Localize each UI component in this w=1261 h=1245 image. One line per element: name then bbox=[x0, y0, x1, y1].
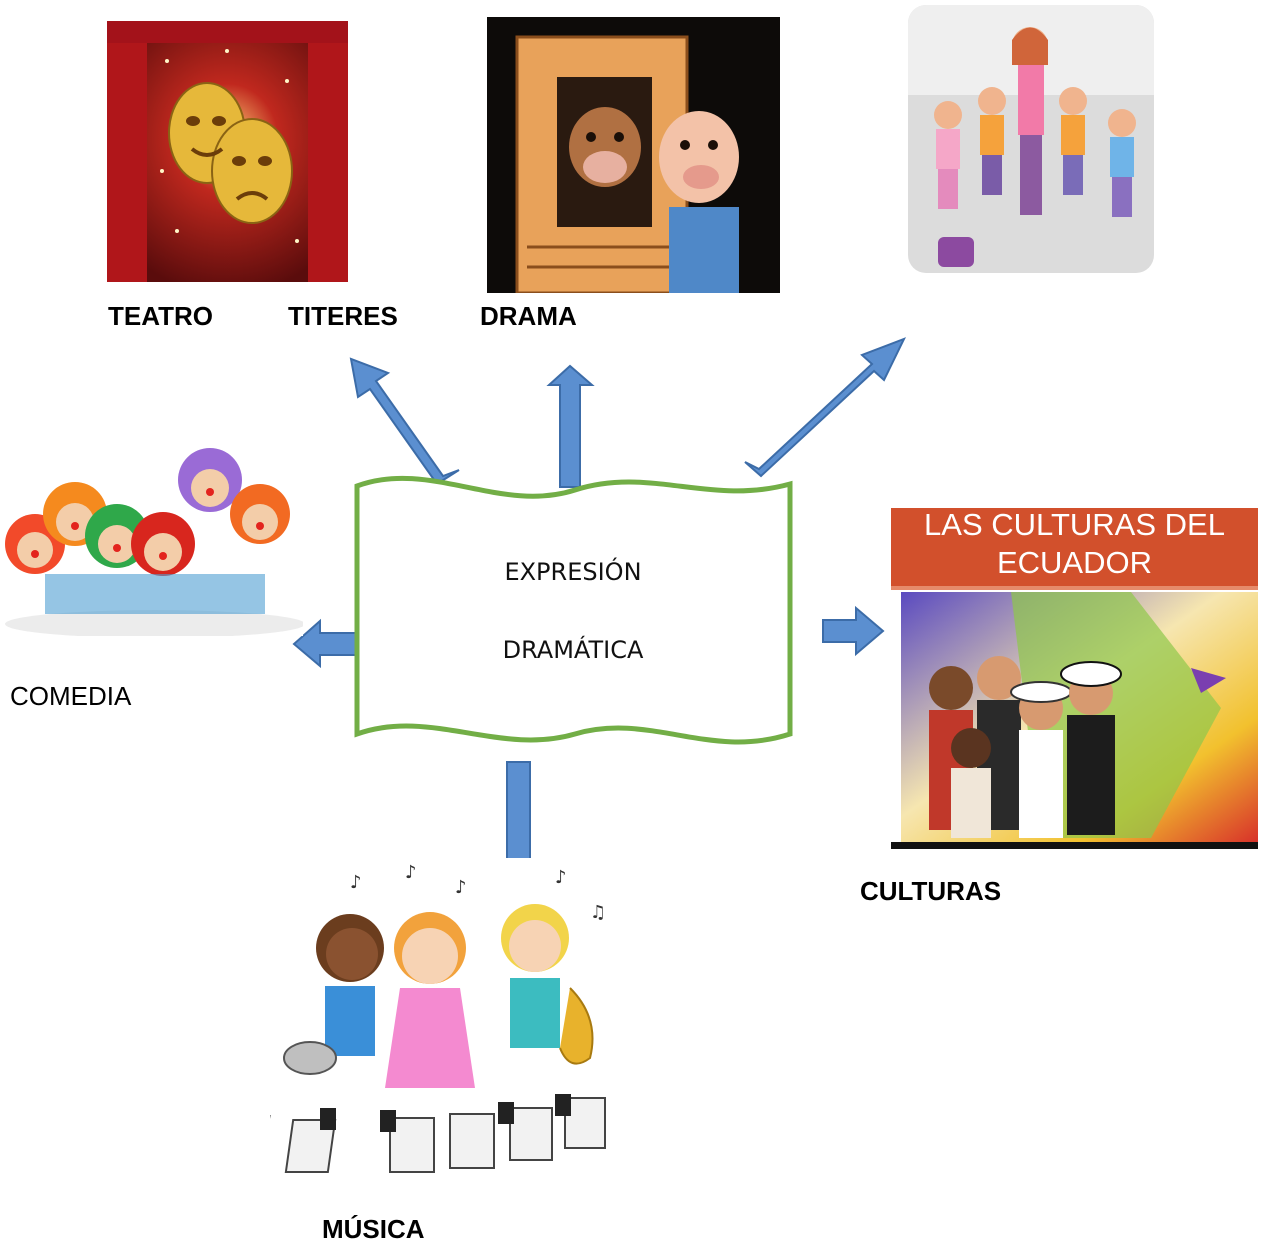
svg-text:♫: ♫ bbox=[590, 902, 606, 923]
scroll-shape bbox=[354, 475, 793, 745]
label-musica: MÚSICA bbox=[322, 1214, 425, 1244]
kids-music-image: ♪ ♪ ♪ ♪ ♫ bbox=[270, 858, 620, 1176]
svg-text:♪: ♪ bbox=[405, 862, 417, 883]
puppet-show-image bbox=[487, 17, 780, 293]
label-titeres: TITERES bbox=[288, 301, 398, 331]
label-drama: DRAMA bbox=[480, 301, 577, 331]
cultures-banner-line1: LAS CULTURAS DEL bbox=[924, 508, 1225, 542]
label-comedia: COMEDIA bbox=[10, 681, 132, 711]
svg-text:♪: ♪ bbox=[350, 872, 362, 893]
ecuador-cultures-image: LAS CULTURAS DEL ECUADOR bbox=[891, 508, 1258, 849]
cultures-banner-line2: ECUADOR bbox=[996, 545, 1152, 580]
label-teatro: TEATRO bbox=[108, 301, 213, 331]
arrow-to-drama bbox=[546, 364, 595, 488]
theatre-masks-image bbox=[107, 21, 348, 282]
central-concept-box: EXPRESIÓN DRAMÁTICA bbox=[350, 464, 796, 756]
arrow-to-comedia bbox=[292, 618, 359, 669]
svg-text:♪: ♪ bbox=[555, 867, 567, 888]
arrow-to-culturas bbox=[822, 605, 885, 657]
svg-text:♪: ♪ bbox=[455, 877, 467, 898]
arrow-to-dance bbox=[744, 337, 907, 478]
clown-kids-image bbox=[5, 444, 303, 636]
center-title-line2: DRAMÁTICA bbox=[502, 636, 644, 664]
children-dancing-image bbox=[908, 5, 1154, 273]
center-title-line1: EXPRESIÓN bbox=[504, 558, 642, 586]
arrow-to-titeres bbox=[349, 357, 460, 486]
label-culturas: CULTURAS bbox=[860, 876, 1002, 906]
